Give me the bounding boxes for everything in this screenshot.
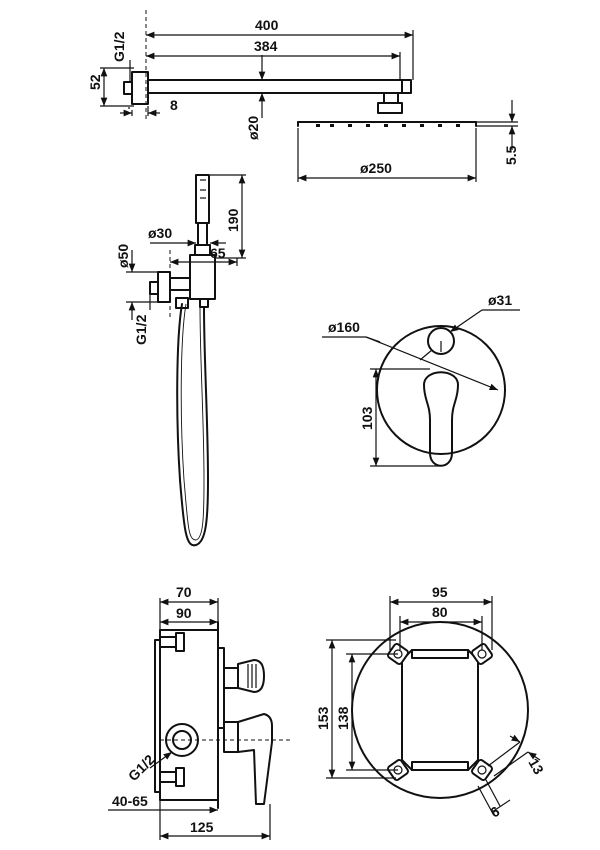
valve-box [159,629,219,801]
dim-lug-13: 13 [525,756,547,778]
valve-side-drawing: 70 90 G1/2 40-65 125 [108,584,292,840]
dim-front-95: 95 [432,584,448,600]
dim-plate-160: ø160 [328,319,360,335]
dim-head-thickness: 5.5 [503,145,519,165]
dim-hand-190: 190 [225,208,241,232]
thread-stub [123,81,133,95]
dim-lever-103: 103 [359,406,375,430]
dim-arm-400: 400 [255,17,279,33]
valve-front-drawing: 95 80 153 138 13 6 [315,584,547,821]
valve-body-front [401,649,479,771]
diverter-knob-side [237,659,265,693]
dim-knob-31: ø31 [488,292,512,308]
hose [176,303,209,547]
trim-plate-drawing: ø160 ø31 103 [322,292,520,467]
dim-flange-52: 52 [87,74,103,90]
dim-valve-125: 125 [190,819,214,835]
dim-pipe-20: ø20 [245,116,261,140]
handset-body [195,174,210,224]
wall-elbow [157,271,171,303]
dim-elbow-50: ø50 [115,244,131,268]
dim-arm-thread: G1/2 [111,31,127,62]
dim-front-153: 153 [315,706,331,730]
dim-front-138: 138 [335,706,351,730]
mixer-lever [423,371,459,467]
mixer-lever-side [237,713,273,805]
handset-neck [197,222,208,246]
diverter-knob [427,327,455,355]
dim-hand-thread: G1/2 [133,314,149,345]
head-nozzles [316,124,460,127]
shower-arm-drawing: 400 384 G1/2 52 8 ø20 [87,10,414,140]
dim-flange-8: 8 [170,97,178,113]
dim-arm-384: 384 [254,38,278,54]
dim-hand-30: ø30 [148,225,172,241]
dim-valve-70: 70 [176,584,192,600]
head-connector [377,102,403,114]
dim-head-250: ø250 [360,160,392,176]
mounting-circle [351,621,529,799]
dim-front-80: 80 [432,604,448,620]
hand-shower-drawing: 190 ø30 65 ø50 G1/2 [115,174,246,547]
arm-elbow [401,79,412,94]
dim-valve-40-65: 40-65 [112,793,148,809]
ball-joint [383,92,399,104]
dim-hand-65: 65 [210,245,226,261]
dim-valve-thread: G1/2 [125,751,158,784]
hose-nut [175,297,189,309]
shower-head-drawing: ø250 5.5 [297,100,519,182]
dim-valve-90: 90 [176,605,192,621]
